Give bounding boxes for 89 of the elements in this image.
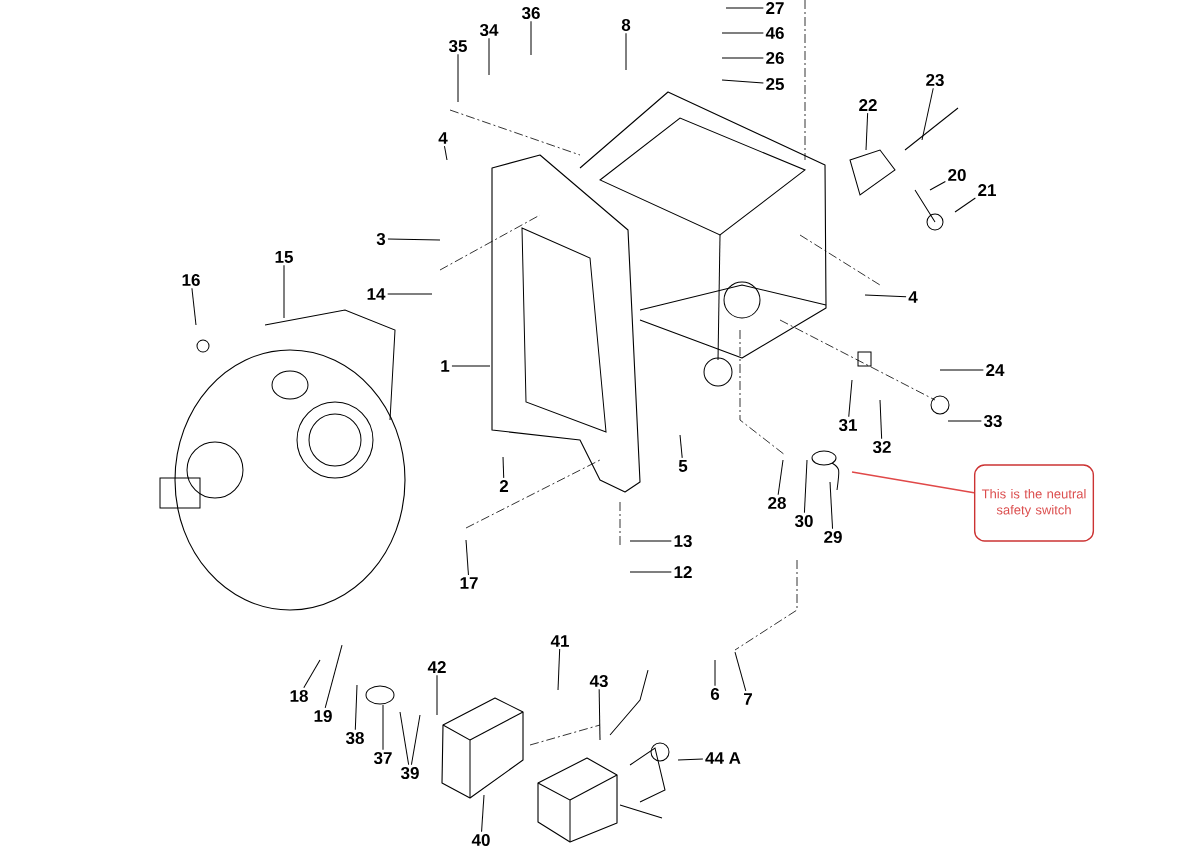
leader-line xyxy=(939,369,984,371)
leader-line xyxy=(410,714,421,766)
leader-line xyxy=(629,571,672,573)
callout-number: 5 xyxy=(678,460,688,472)
callout-number: 34 xyxy=(479,23,499,37)
callout-number: 18 xyxy=(290,690,308,703)
callout-number: 2 xyxy=(499,480,509,492)
leader-line xyxy=(481,794,485,833)
leader-line xyxy=(457,53,459,103)
callout-number: 44 A xyxy=(705,752,741,764)
leader-line xyxy=(451,365,491,367)
callout-number: 41 xyxy=(550,635,569,647)
callout-bubble: This is the neutral safety switch xyxy=(973,464,1095,542)
callout-number: 35 xyxy=(448,39,467,53)
leader-line xyxy=(679,434,683,459)
leader-line xyxy=(803,459,808,514)
leader-line xyxy=(283,264,285,319)
leader-line xyxy=(382,704,384,751)
callout-number: 1 xyxy=(441,360,450,372)
callout-number: 22 xyxy=(859,99,877,111)
leader-line xyxy=(629,540,672,542)
leader-line xyxy=(777,459,784,496)
callout-number: 8 xyxy=(621,19,631,32)
callout-number: 38 xyxy=(345,732,364,745)
leader-line xyxy=(530,20,532,56)
callout-number: 46 xyxy=(765,27,784,40)
leader-line xyxy=(879,399,883,440)
callout-number: 7 xyxy=(744,693,752,705)
leader-line xyxy=(303,659,321,689)
callout-number: 33 xyxy=(983,414,1002,428)
callout-number: 12 xyxy=(674,566,692,578)
leader-line xyxy=(598,688,601,741)
callout-number: 16 xyxy=(182,274,200,287)
leader-line xyxy=(443,145,448,161)
leader-line xyxy=(354,684,358,731)
callout-number: 3 xyxy=(376,232,386,246)
callout-number: 26 xyxy=(766,52,784,65)
callout-number: 40 xyxy=(471,834,490,847)
callout-number: 43 xyxy=(589,675,608,688)
leader-line xyxy=(502,456,505,479)
callout-number: 19 xyxy=(314,710,332,723)
callout-number: 20 xyxy=(948,169,966,182)
leader-line xyxy=(947,420,982,422)
leader-line xyxy=(865,112,869,151)
leader-line xyxy=(191,287,197,326)
leader-line xyxy=(829,481,834,530)
leader-line xyxy=(851,471,975,494)
leader-line xyxy=(387,293,433,295)
leader-line xyxy=(721,32,764,34)
leader-line xyxy=(488,37,490,76)
leader-line xyxy=(677,758,704,761)
leader-line xyxy=(436,674,438,716)
callout-number: 42 xyxy=(427,661,446,673)
callout-number: 13 xyxy=(674,535,692,548)
leader-line xyxy=(721,79,764,84)
leader-line xyxy=(721,57,764,59)
callout-number: 4 xyxy=(438,132,448,144)
callout-number: 25 xyxy=(766,78,784,91)
leader-line xyxy=(929,181,946,191)
callout-number: 23 xyxy=(926,73,944,87)
callout-number: 37 xyxy=(373,752,392,765)
callout-number: 21 xyxy=(978,184,996,196)
callout-number: 36 xyxy=(521,6,540,20)
leader-line xyxy=(864,294,907,298)
leader-line xyxy=(387,238,441,241)
callout-number: 4 xyxy=(908,291,918,303)
callout-number: 28 xyxy=(768,497,786,510)
leader-line xyxy=(954,197,976,213)
callout-number: 24 xyxy=(986,364,1005,376)
callout-number: 32 xyxy=(872,440,891,454)
callout-number: 31 xyxy=(838,418,857,432)
callout-number: 39 xyxy=(400,767,419,780)
callout-number: 6 xyxy=(710,688,720,701)
leader-line xyxy=(625,32,627,71)
callout-number: 17 xyxy=(460,577,478,589)
leader-line xyxy=(714,659,716,687)
callout-number: 29 xyxy=(824,531,842,544)
leader-line xyxy=(399,711,410,766)
leader-line xyxy=(465,539,469,576)
leader-line xyxy=(557,648,561,691)
callout-number: 27 xyxy=(766,2,784,14)
leader-line xyxy=(848,379,853,418)
leader-line xyxy=(734,651,747,692)
leader-line xyxy=(725,7,764,9)
leader-line xyxy=(921,87,934,141)
callout-number: 30 xyxy=(794,514,813,528)
leader-line xyxy=(324,644,343,709)
callout-number: 15 xyxy=(275,251,293,263)
callout-number: 14 xyxy=(367,288,386,300)
